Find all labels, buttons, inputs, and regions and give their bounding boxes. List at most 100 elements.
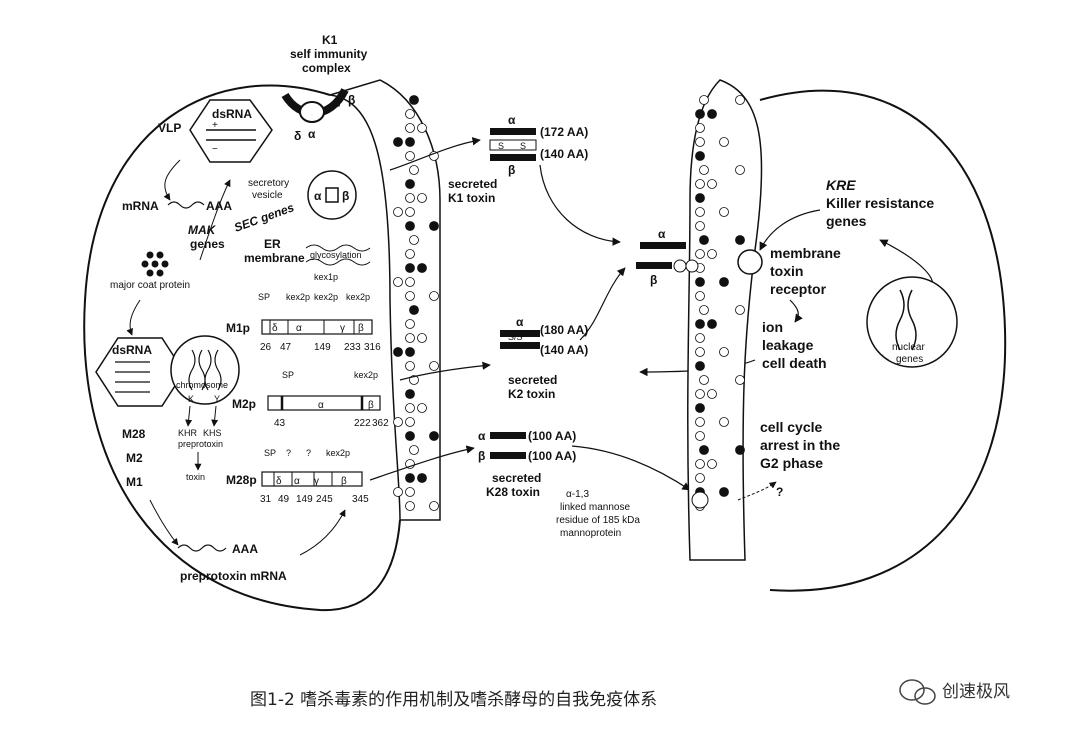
m2p-bar [267, 395, 381, 411]
kre-label2: Killer resistance [826, 195, 934, 211]
m28p-number: 149 [296, 494, 313, 505]
wall-dot [695, 151, 705, 161]
wall-dot [695, 137, 705, 147]
vlp-label: VLP [158, 121, 181, 135]
mannose-line4: mannoprotein [560, 528, 621, 539]
wall-dot [417, 473, 427, 483]
wall-dot [695, 389, 705, 399]
wall-dot [699, 305, 709, 315]
wall-dot [429, 221, 439, 231]
wall-dot [699, 375, 709, 385]
khr-label: KHR [178, 428, 198, 438]
complex-alpha: α [308, 127, 316, 141]
m1-label: M1 [126, 475, 143, 489]
wall-dot [405, 263, 415, 273]
wall-dot [409, 445, 419, 455]
bound-beta: β [650, 273, 657, 287]
cycle-label1: cell cycle [760, 419, 822, 435]
wall-dot [393, 277, 403, 287]
wall-dot [695, 333, 705, 343]
m1p-number: 233 [344, 342, 361, 353]
m28p-top-label: SP [264, 448, 276, 458]
ion-label1: ion [762, 319, 783, 335]
m28p-segment: δ [276, 476, 282, 487]
m2p-segment: β [368, 400, 374, 411]
k1-ss1: S [498, 141, 504, 151]
toxin-small-label: toxin [186, 472, 205, 482]
wall-dot [719, 207, 729, 217]
k1-ss2: S [520, 141, 526, 151]
wall-dot [719, 487, 729, 497]
genes-label: genes [190, 237, 225, 251]
m28p-top-label: ? [306, 448, 311, 458]
k2-aa1: (180 AA) [540, 323, 588, 337]
m28-label: M28 [122, 427, 146, 441]
k-label: K [188, 394, 194, 404]
major-coat-label: major coat protein [110, 280, 190, 291]
wall-dot [719, 277, 729, 287]
kre-label: KRE [826, 177, 856, 193]
wall-dot [707, 249, 717, 259]
m28p-number: 345 [352, 494, 369, 505]
wall-dot [695, 193, 705, 203]
wall-dot [695, 403, 705, 413]
kre-label3: genes [826, 213, 867, 229]
k1-aa1: (172 AA) [540, 125, 588, 139]
vesicle-beta: β [342, 189, 349, 203]
wall-dot [405, 221, 415, 231]
y-label: Y [214, 394, 220, 404]
nucleus [866, 276, 958, 368]
m1p-bar [261, 319, 373, 335]
cycle-label3: G2 phase [760, 455, 823, 471]
k1-name2: K1 toxin [448, 191, 495, 205]
m1p-segment: δ [272, 323, 278, 334]
m28p-label: M28p [226, 473, 257, 487]
wall-dot [695, 221, 705, 231]
wall-dot [695, 431, 705, 441]
m2p-number: 43 [274, 418, 286, 429]
complex-sub2: complex [302, 61, 351, 75]
m28p-top-label: ? [286, 448, 291, 458]
m1p-number: 47 [280, 342, 292, 353]
secretory-label1: secretory [248, 178, 289, 189]
wall-dot [393, 417, 403, 427]
complex-title: K1 [322, 33, 338, 47]
k2-name1: secreted [508, 373, 557, 387]
m28p-segment: γ [314, 476, 319, 487]
wall-dot [405, 389, 415, 399]
m2p-label: M2p [232, 397, 256, 411]
aaa2-label: AAA [232, 542, 258, 556]
khs-label: KHS [203, 428, 222, 438]
sec-genes-label: SEC genes [232, 200, 296, 235]
wall-dot [429, 431, 439, 441]
wall-dot [735, 165, 745, 175]
m28p-number: 31 [260, 494, 272, 505]
k1-name1: secreted [448, 177, 497, 191]
wall-dot [429, 361, 439, 371]
m1p-segment: γ [340, 323, 345, 334]
m1p-segment: α [296, 323, 302, 334]
wall-dot [405, 109, 415, 119]
wall-dot [417, 193, 427, 203]
wall-dot [417, 403, 427, 413]
wall-dot [405, 151, 415, 161]
wall-dot [405, 487, 415, 497]
wall-dot [409, 305, 419, 315]
wall-dot [699, 445, 709, 455]
m1p-top-label: kex2p [346, 292, 370, 302]
wall-dot [695, 347, 705, 357]
wall-dot [409, 375, 419, 385]
bound-alpha: α [658, 227, 666, 241]
m28p-number: 245 [316, 494, 333, 505]
wall-dot [405, 473, 415, 483]
wall-dot [699, 235, 709, 245]
wall-dot [393, 137, 403, 147]
m2p-segment: α [318, 400, 324, 411]
wall-dot [393, 347, 403, 357]
k28-name1: secreted [492, 471, 541, 485]
wall-dot [405, 333, 415, 343]
m2-label: M2 [126, 451, 143, 465]
m1p-number: 316 [364, 342, 381, 353]
